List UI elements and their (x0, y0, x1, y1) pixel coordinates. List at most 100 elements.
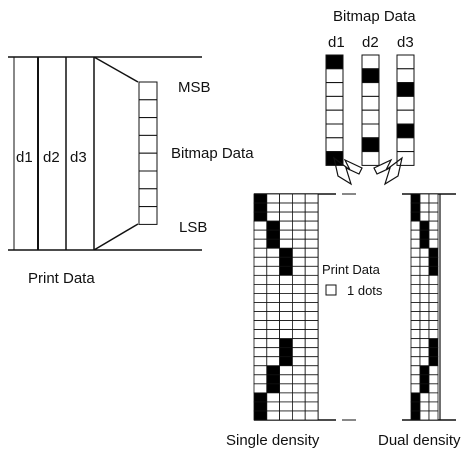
grid-cell (419, 302, 430, 312)
grid-cell (428, 347, 439, 358)
grid-cell (291, 347, 306, 358)
grid-cell (291, 265, 306, 276)
grid-cell (279, 202, 293, 213)
bitmap-cell-d2 (361, 123, 380, 139)
grid-cell (304, 211, 319, 222)
grid-cell (304, 383, 319, 394)
bitmap-cell-d3 (396, 95, 415, 111)
grid-cell (419, 211, 430, 222)
grid-cell (304, 265, 319, 276)
grid-cell (279, 320, 293, 330)
grid-cell (419, 193, 430, 204)
bitmap-cell-d1 (325, 68, 344, 84)
grid-cell (279, 229, 293, 240)
grid-cell (266, 283, 280, 294)
grid-cell (266, 238, 280, 249)
single-density-grid (253, 193, 319, 421)
grid-cell (279, 356, 293, 367)
left-converge-arrow-icon (333, 156, 363, 186)
grid-cell (291, 338, 306, 349)
grid-cell (419, 265, 430, 276)
grid-cell (428, 320, 439, 330)
grid-cell (428, 365, 439, 376)
grid-cell (253, 238, 268, 249)
grid-cell (253, 320, 268, 330)
grid-cell (266, 220, 280, 231)
grid-cell (410, 238, 421, 249)
bitmap-strip (138, 81, 158, 225)
grid-cell (419, 329, 430, 340)
grid-cell (253, 356, 268, 367)
grid-cell (419, 374, 430, 385)
expansion-lines (93, 56, 139, 251)
grid-cell (304, 410, 319, 421)
grid-cell (266, 338, 280, 349)
dual-density-grid (410, 193, 439, 421)
grid-cell (291, 410, 306, 421)
print-data-label: Print Data (28, 270, 95, 287)
grid-cell (291, 283, 306, 294)
grid-cell (279, 293, 293, 303)
grid-cell (253, 220, 268, 231)
grid-cell (419, 311, 430, 321)
grid-cell (428, 283, 439, 294)
grid-cell (410, 392, 421, 403)
grid-cell (304, 302, 319, 312)
bitmap-cell-d1 (325, 54, 344, 70)
grid-cell (304, 256, 319, 267)
grid-cell (291, 302, 306, 312)
grid-cell (291, 274, 306, 285)
grid-cell (291, 392, 306, 403)
grid-cell (410, 338, 421, 349)
grid-cell (410, 311, 421, 321)
grid-cell (279, 256, 293, 267)
grid-cell (266, 374, 280, 385)
grid-cell (410, 202, 421, 213)
grid-cell (419, 410, 430, 421)
grid-cell (304, 238, 319, 249)
grid-cell (428, 392, 439, 403)
grid-cell (410, 211, 421, 222)
grid-cell (266, 211, 280, 222)
grid-cell (410, 347, 421, 358)
grid-cell (410, 229, 421, 240)
grid-cell (410, 265, 421, 276)
bitmap-cell-d2 (361, 109, 380, 125)
bitmap-strip-cell (138, 99, 158, 119)
grid-cell (266, 265, 280, 276)
grid-cell (266, 392, 280, 403)
grid-cell (266, 293, 280, 303)
grid-cell (410, 329, 421, 340)
grid-cell (266, 347, 280, 358)
grid-cell (304, 247, 319, 258)
grid-cell (253, 347, 268, 358)
grid-cell (279, 347, 293, 358)
grid-cell (291, 401, 306, 412)
one-dot-label: 1 dots (347, 283, 383, 298)
grid-cell (304, 311, 319, 321)
grid-cell (410, 401, 421, 412)
grid-cell (279, 265, 293, 276)
grid-cell (279, 401, 293, 412)
grid-cell (410, 274, 421, 285)
grid-cell (428, 265, 439, 276)
grid-cell (428, 220, 439, 231)
grid-cell (291, 202, 306, 213)
grid-cell (304, 283, 319, 294)
grid-cell (253, 256, 268, 267)
grid-cell (419, 320, 430, 330)
grid-cell (266, 311, 280, 321)
grid-cell (428, 211, 439, 222)
print-data-block: d1 d2 d3 Print Data (8, 56, 202, 287)
grid-cell (291, 383, 306, 394)
grid-cell (279, 365, 293, 376)
bitmap-cell-d1 (325, 95, 344, 111)
grid-cell (291, 374, 306, 385)
msb-label: MSB (178, 79, 211, 96)
grid-cell (291, 256, 306, 267)
grid-cell (428, 338, 439, 349)
grid-cell (419, 220, 430, 231)
bitmap-cell-d2 (361, 151, 380, 166)
column-label-d2: d2 (43, 149, 60, 166)
grid-cell (410, 293, 421, 303)
